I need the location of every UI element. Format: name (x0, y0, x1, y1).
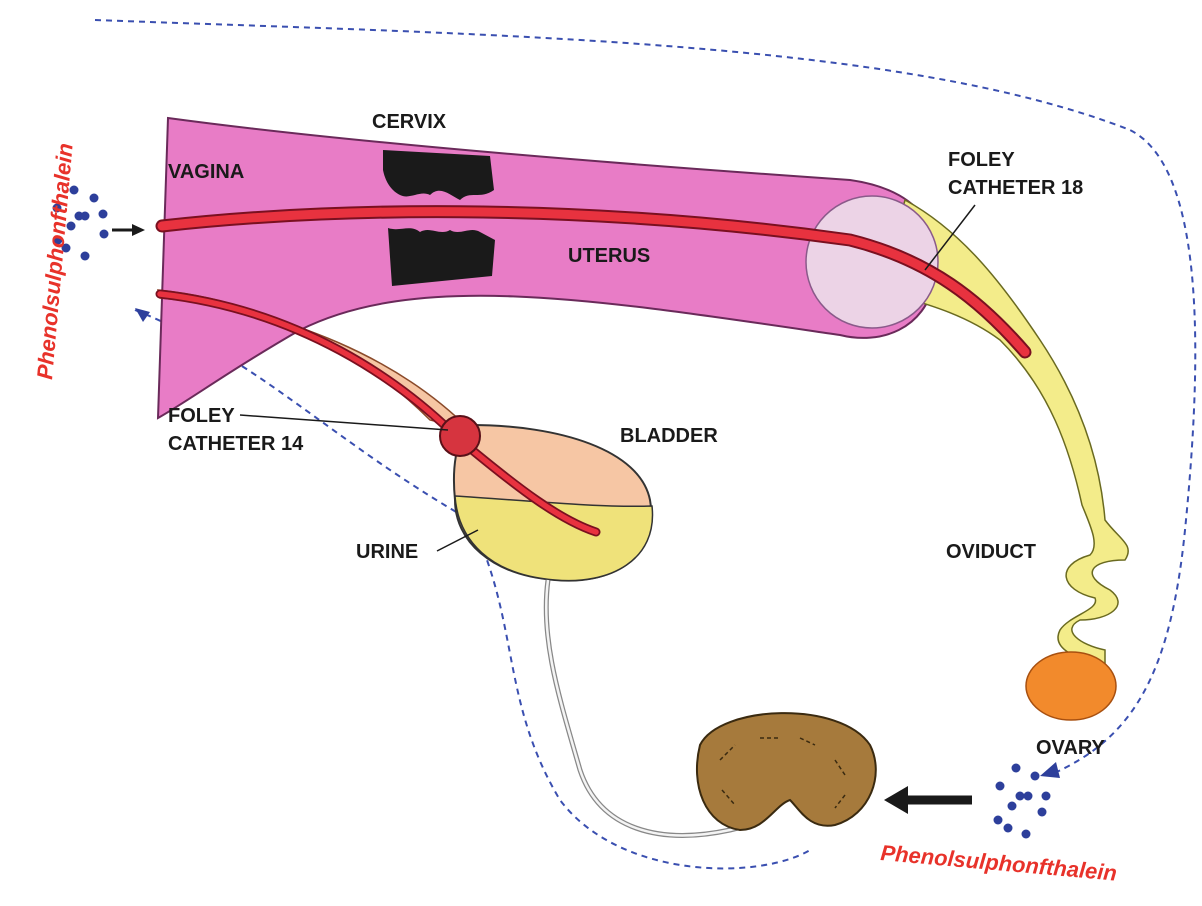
label-uterus: UTERUS (568, 245, 650, 267)
label-foley-18-line2: CATHETER 18 (948, 177, 1083, 199)
kidney (697, 713, 876, 830)
label-ovary: OVARY (1036, 737, 1106, 759)
label-dye-bottom: Phenolsulphonfthalein (880, 840, 1118, 886)
label-cervix: CERVIX (372, 111, 447, 133)
dashed-path-arrowhead-left (135, 308, 150, 322)
arrow-into-vagina-head (132, 224, 145, 236)
arrow-to-kidney-head (884, 786, 908, 814)
label-foley-14-line1: FOLEY (168, 405, 235, 427)
label-foley-14-line2: CATHETER 14 (168, 433, 304, 455)
label-oviduct: OVIDUCT (946, 541, 1036, 563)
label-vagina: VAGINA (168, 161, 244, 183)
ovary (1026, 652, 1116, 720)
cervix-lower (388, 228, 495, 286)
label-urine: URINE (356, 541, 418, 563)
label-foley-18-line1: FOLEY (948, 149, 1015, 171)
leader-foley-14 (240, 415, 448, 430)
label-bladder: BLADDER (620, 425, 718, 447)
label-dye-left: Phenolsulphonfthalein (32, 142, 78, 380)
dashed-path-arrowhead-ovary (1040, 762, 1060, 778)
foley-14-balloon (440, 416, 480, 456)
